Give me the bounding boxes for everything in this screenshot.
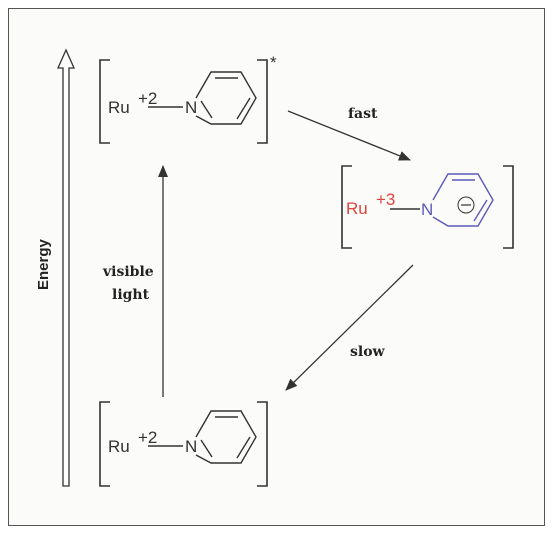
- intermediate-pyridine-ring: [432, 173, 494, 227]
- excited-n-atom: N: [185, 98, 197, 117]
- ground-charge: +2: [138, 428, 157, 447]
- excited-star: *: [270, 53, 277, 72]
- light-label: light: [112, 287, 150, 303]
- ground-n-atom: N: [185, 437, 197, 456]
- fast-label: fast: [348, 106, 378, 122]
- intermediate-bracket-right: [503, 165, 514, 249]
- axis-label-energy: Energy: [35, 238, 52, 290]
- visible-label: visible: [102, 264, 154, 280]
- ground-pyridine-ring: [195, 410, 257, 464]
- excited-pyridine-ring: [195, 71, 257, 125]
- diagram-frame: [8, 8, 545, 526]
- slow-label: slow: [350, 344, 386, 360]
- excited-complex: Ru +2 N *: [99, 53, 277, 144]
- energy-axis-arrow: [56, 48, 76, 487]
- intermediate-bracket-left: [341, 165, 352, 249]
- intermediate-n-atom: N: [421, 200, 433, 219]
- excited-ru-label: Ru: [108, 98, 130, 117]
- minus-charge-circle: [457, 196, 475, 214]
- intermediate-charge: +3: [376, 190, 395, 209]
- excited-bracket-left: [99, 59, 110, 144]
- excited-charge: +2: [138, 89, 157, 108]
- intermediate-ru-label: Ru: [346, 199, 368, 218]
- intermediate-complex: Ru +3 N: [341, 165, 514, 249]
- ground-complex: Ru +2 N: [99, 401, 268, 487]
- ground-bracket-right: [257, 401, 268, 487]
- ground-ru-label: Ru: [108, 437, 130, 456]
- excited-bracket-right: [257, 59, 268, 144]
- slow-arrow: [285, 264, 414, 391]
- fast-arrow: [287, 110, 411, 161]
- ground-bracket-left: [99, 401, 110, 487]
